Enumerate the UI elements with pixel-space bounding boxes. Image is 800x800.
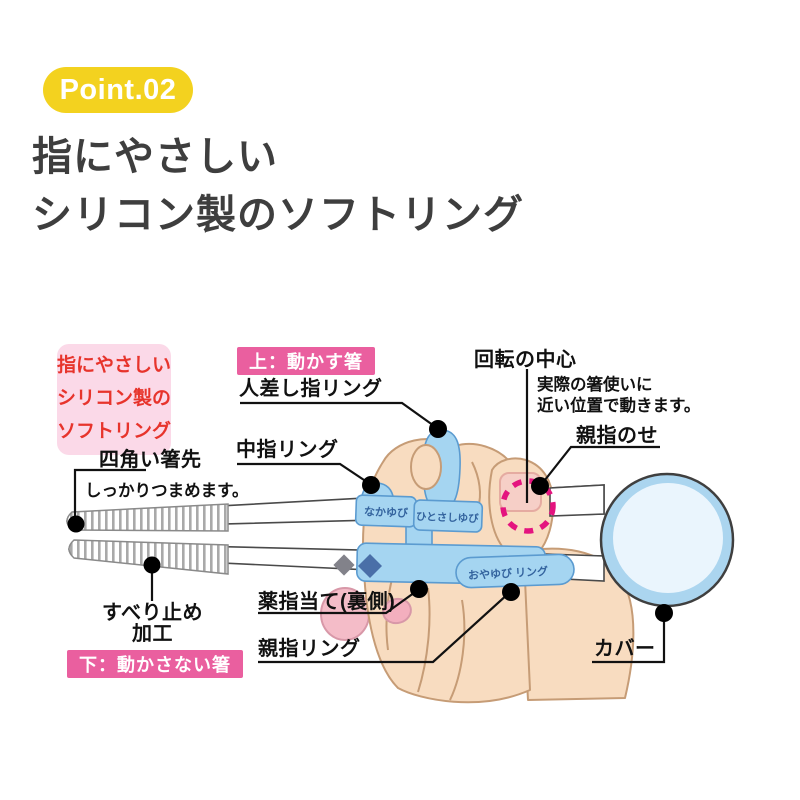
point-badge: Point.02 — [43, 67, 193, 113]
chopstick-upper-front — [549, 484, 605, 517]
rotation-note-line2: 近い位置で動きます。 — [537, 397, 701, 416]
label-square-tip: 四角い箸先 — [99, 449, 202, 471]
finger-crease-1 — [417, 587, 431, 693]
label-index-ring: 人差し指リング — [239, 378, 383, 400]
ribbed-tip-upper — [66, 503, 229, 532]
callout-line1: 指にやさしい — [57, 355, 172, 376]
soft-ring-callout-box: 指にやさしい シリコン製の ソフトリング — [57, 344, 171, 455]
line-thumb-rest — [540, 445, 660, 486]
finger-crease-2 — [449, 599, 466, 701]
ring-finger-nail — [382, 597, 412, 625]
callout-line2: シリコン製の — [57, 387, 172, 409]
rotation-note: 実際の箸使いに 近い位置で動きます。 — [537, 375, 700, 418]
ring-text-middle-finger: なかゆび — [363, 506, 409, 520]
leader-lines — [73, 369, 666, 664]
label-middle-ring: 中指リング — [236, 439, 339, 461]
line-thumb-ring — [258, 592, 510, 664]
line-index-ring — [240, 401, 438, 429]
page-title: 指にやさしい シリコン製のソフトリング — [32, 128, 524, 244]
square-tip-note: しっかりつまめます。 — [85, 482, 249, 500]
band-index-cell — [412, 499, 484, 533]
label-thumb-ring: 親指リング — [258, 638, 361, 660]
rotation-dashed-circle — [500, 478, 556, 534]
index-fingertip — [410, 444, 442, 490]
line-cover — [592, 615, 666, 664]
cover-circle — [599, 472, 735, 608]
label-ring-finger-pad: 薬指当て(裏側) — [258, 591, 396, 613]
diamond-gray — [333, 554, 355, 576]
label-grip-line2: 加工 — [132, 623, 173, 646]
callout-dots — [67, 420, 673, 622]
tag-bottom-chopstick: 下：動かさない箸 — [67, 650, 243, 678]
callout-line3: ソフトリング — [57, 420, 172, 442]
label-grip: すべり止め 加工 — [100, 602, 205, 646]
line-middle-ring — [237, 462, 371, 485]
line-ring-finger-pad — [258, 589, 419, 615]
page-title-line1: 指にやさしい — [32, 135, 278, 179]
label-thumb-rest: 親指のせ — [576, 425, 658, 447]
line-square-tip — [73, 468, 146, 518]
ribbed-tip-lower — [68, 539, 229, 575]
label-grip-line1: すべり止め — [101, 602, 204, 624]
rotation-note-line1: 実際の箸使いに — [537, 376, 653, 394]
label-cover: カバー — [594, 638, 656, 660]
tag-top-chopstick: 上：動かす箸 — [237, 347, 375, 375]
label-rotation-center: 回転の中心 — [474, 349, 577, 371]
ring-text-index-finger: ひとさしゆび — [415, 510, 479, 526]
page-title-line2: シリコン製のソフトリング — [32, 193, 524, 237]
